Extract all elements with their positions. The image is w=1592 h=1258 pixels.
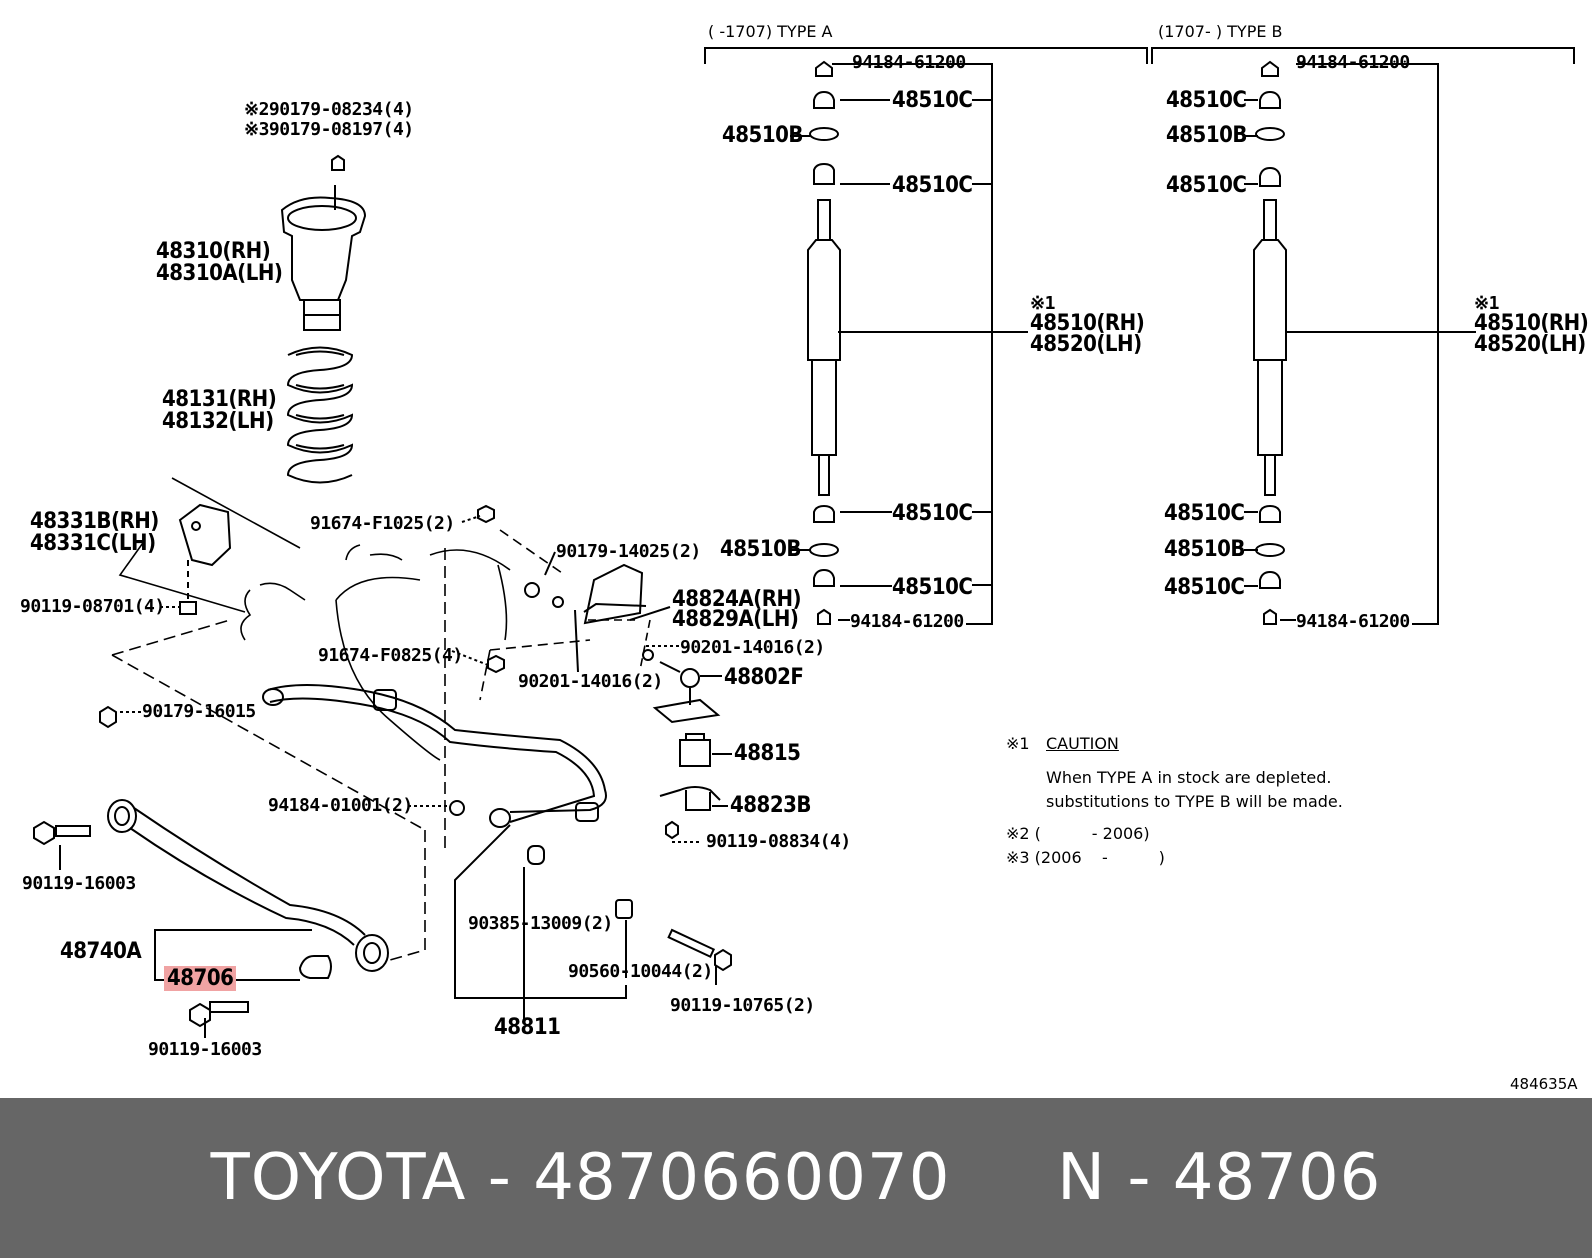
label-a-94184-bot: 94184-61200 (850, 611, 964, 632)
label-90119-08834: 90119-08834(4) (706, 831, 851, 852)
label-b-48510c-3: 48510C (1164, 501, 1245, 526)
note1-title: CAUTION (1046, 734, 1119, 753)
label-b-48510c-2: 48510C (1166, 173, 1247, 198)
label-91674-f0825: 91674-F0825(4) (318, 645, 463, 666)
type-a-shock-drawing (790, 60, 1028, 625)
label-a-48520lh: 48520(LH) (1030, 332, 1142, 357)
label-48310a: 48310A(LH) (156, 261, 283, 286)
stabilizer-link-drawing (583, 563, 721, 811)
note1-line2: substitutions to TYPE B will be made. (1046, 792, 1343, 811)
label-90560: 90560-10044(2) (568, 961, 713, 982)
label-48132: 48132(LH) (162, 409, 274, 434)
label-90201-a: 90201-14016(2) (680, 637, 825, 658)
footer-bar: TOYOTA - 4870660070 N - 48706 (0, 1098, 1592, 1258)
label-b-48510c-4: 48510C (1164, 575, 1245, 600)
label-48829a: 48829A(LH) (672, 607, 799, 632)
type-a-bracket (704, 47, 1148, 64)
label-48131: 48131(RH) (162, 387, 277, 412)
label-91674-f1025: 91674-F1025(2) (310, 513, 455, 534)
label-48824a: 48824A(RH) (672, 587, 802, 612)
note2: ※2 ( - 2006) (1006, 824, 1150, 843)
lateral-rod-drawing (107, 799, 389, 979)
strut-mount-drawing (280, 154, 367, 331)
label-90119-10765: 90119-10765(2) (670, 995, 815, 1016)
bolts-drawing (33, 504, 732, 1028)
label-b-note1: ※1 (1474, 293, 1499, 314)
frame-outline (111, 477, 651, 961)
label-48823b: 48823B (730, 793, 811, 818)
label-a-48510c-4: 48510C (892, 575, 973, 600)
label-b-48520lh: 48520(LH) (1474, 332, 1586, 357)
coil-spring-drawing (286, 346, 354, 484)
label-b-48510rh: 48510(RH) (1474, 311, 1589, 336)
label-90179-16015: 90179-16015 (142, 701, 256, 722)
label-a-48510c-2: 48510C (892, 173, 973, 198)
label-b-94184-bot: 94184-61200 (1296, 611, 1410, 632)
type-b-shock-drawing (1244, 60, 1476, 625)
note1-mark: ※1 (1006, 734, 1030, 753)
bracket-48811 (454, 824, 627, 1022)
highlighted-part: 48706 (164, 966, 237, 991)
label-90119-16003-a: 90119-16003 (22, 873, 136, 894)
label-48331b: 48331B(RH) (30, 509, 159, 534)
label-a-48510c-1: 48510C (892, 88, 973, 113)
leader-48824a (629, 606, 671, 621)
diagram-drawing (33, 47, 1575, 1038)
label-390179: ※390179-08197(4) (244, 119, 414, 140)
label-48815: 48815 (734, 741, 801, 766)
label-b-48510c-1: 48510C (1166, 88, 1247, 113)
label-90119-16003-b: 90119-16003 (148, 1039, 262, 1060)
label-a-48510c-3: 48510C (892, 501, 973, 526)
label-48802f: 48802F (724, 665, 804, 690)
bracket-48740a (154, 929, 312, 981)
bump-stopper-drawing (178, 503, 232, 615)
stabilizer-bar-drawing (262, 684, 607, 828)
parts-diagram: ( -1707) TYPE A (1707- ) TYPE B ※290179-… (20, 22, 1589, 1093)
figure-id: 484635A (1510, 1075, 1578, 1093)
label-48811: 48811 (494, 1015, 561, 1040)
label-a-note1: ※1 (1030, 293, 1055, 314)
label-90201-b: 90201-14016(2) (518, 671, 663, 692)
label-48310: 48310(RH) (156, 239, 271, 264)
label-a-48510b-1: 48510B (722, 123, 803, 148)
footer-title: TOYOTA - 4870660070 N - 48706 (210, 1141, 1382, 1215)
label-a-94184-top: 94184-61200 (852, 52, 966, 73)
label-48331c: 48331C(LH) (30, 531, 156, 556)
label-90385: 90385-13009(2) (468, 913, 613, 934)
label-48706: 48706 (164, 966, 237, 991)
label-b-48510b-1: 48510B (1166, 123, 1247, 148)
note1-line1: When TYPE A in stock are depleted. (1046, 768, 1332, 787)
type-b-heading: (1707- ) TYPE B (1158, 22, 1283, 41)
leader-91674-f0825 (451, 650, 489, 666)
label-b-48510b-2: 48510B (1164, 537, 1245, 562)
label-90119-08701: 90119-08701(4) (20, 596, 165, 617)
leader-90201-b (544, 551, 579, 673)
label-290179: ※290179-08234(4) (244, 99, 414, 120)
label-94184-01001: 94184-01001(2) (268, 795, 413, 816)
type-b-bracket (1151, 47, 1575, 64)
label-90179-14025: 90179-14025(2) (556, 541, 701, 562)
note3: ※3 (2006 - ) (1006, 848, 1165, 867)
label-a-48510rh: 48510(RH) (1030, 311, 1145, 336)
label-a-48510b-2: 48510B (720, 537, 801, 562)
type-a-heading: ( -1707) TYPE A (708, 22, 833, 41)
label-b-94184-top: 94184-61200 (1296, 52, 1410, 73)
label-48740a: 48740A (60, 939, 142, 964)
